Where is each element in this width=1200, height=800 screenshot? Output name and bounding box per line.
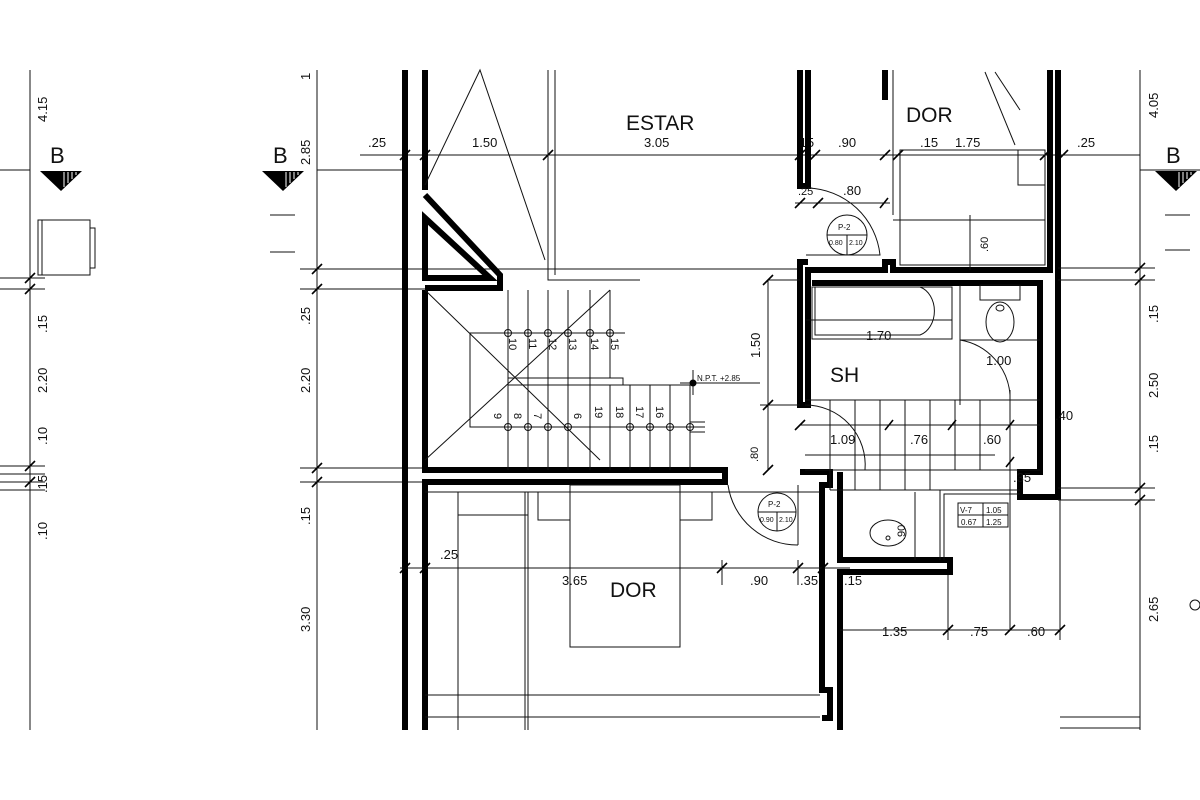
room-label-sh: SH bbox=[830, 364, 859, 387]
step-number: 7 bbox=[531, 413, 543, 419]
door-tag-bottom: P-2 0.90 2.10 bbox=[727, 484, 799, 546]
room-label-dor-top: DOR bbox=[906, 104, 953, 127]
dim-label: .40 bbox=[1055, 408, 1073, 423]
dim-label: 3.30 bbox=[298, 607, 313, 632]
top-dimension-chain: .25 1.50 3.05 .15 .90 .15 1.75 .25 bbox=[360, 135, 1100, 161]
svg-text:B: B bbox=[50, 143, 65, 168]
svg-text:B: B bbox=[1166, 143, 1181, 168]
dim-label: 2.85 bbox=[298, 140, 313, 165]
dim-label: .15 bbox=[920, 135, 938, 150]
door-code: P-2 bbox=[838, 223, 851, 232]
dim-label: .75 bbox=[970, 624, 988, 639]
door-code: P-2 bbox=[768, 500, 781, 509]
walls bbox=[402, 70, 1061, 730]
dim-label: .80 bbox=[843, 183, 861, 198]
dim-label: .15 bbox=[1146, 305, 1161, 323]
section-mark-mid: B bbox=[262, 143, 304, 191]
dor-bottom-room: DOR .25 3.65 .90 .35 .15 1.35 . bbox=[399, 484, 1140, 730]
appliance-icon bbox=[37, 219, 96, 276]
dor-top-room: DOR .60 bbox=[892, 70, 1046, 270]
svg-text:B: B bbox=[273, 143, 288, 168]
dim-label: .15 bbox=[35, 315, 50, 333]
dim-label: .15 bbox=[298, 507, 313, 525]
dim-label: 2.65 bbox=[1146, 597, 1161, 622]
mid-dimension-chain: 1 2.85 .25 2.20 .15 3.30 bbox=[270, 70, 800, 730]
dim-label: .35 bbox=[1013, 470, 1031, 485]
window-sill: 1.05 bbox=[986, 506, 1002, 515]
step-number: 16 bbox=[653, 406, 665, 418]
estar-room: ESTAR bbox=[424, 68, 694, 281]
dim-label: .60 bbox=[983, 432, 1001, 447]
dim-label: 1.09 bbox=[830, 432, 855, 447]
dim-label: 2.50 bbox=[1146, 373, 1161, 398]
door-tag-top: .25 .80 P-2 0.80 2.10 bbox=[794, 183, 890, 256]
dim-label: 1.50 bbox=[472, 135, 497, 150]
dim-label: .10 bbox=[35, 427, 50, 445]
room-label-estar: ESTAR bbox=[626, 112, 694, 135]
dim-label: 1.00 bbox=[986, 353, 1011, 368]
step-number: 8 bbox=[511, 413, 523, 419]
dim-label: .60 bbox=[979, 237, 991, 252]
section-mark-left: B bbox=[40, 143, 82, 191]
dim-label: 4.15 bbox=[35, 97, 50, 122]
dim-label: 1.35 bbox=[882, 624, 907, 639]
dim-label: .76 bbox=[910, 432, 928, 447]
dim-label: .90 bbox=[838, 135, 856, 150]
sh-bathroom: SH 1.70 1.00 1.50 .80 1.09 bbox=[748, 274, 1073, 630]
dim-label: 1.50 bbox=[748, 333, 763, 358]
left-dimension-chain: 4.15 .15 2.20 .10 .15 .10 bbox=[0, 70, 50, 730]
dim-label: .15 bbox=[844, 573, 862, 588]
window-height: 1.25 bbox=[986, 518, 1002, 527]
dim-label: .90 bbox=[750, 573, 768, 588]
dim-label: .10 bbox=[35, 522, 50, 540]
step-number: 11 bbox=[526, 338, 538, 349]
step-number: 18 bbox=[613, 406, 625, 418]
door-height: 2.10 bbox=[779, 517, 793, 524]
step-number: 13 bbox=[566, 338, 578, 350]
dim-label: .25 bbox=[1077, 135, 1095, 150]
dim-label: .35 bbox=[800, 573, 818, 588]
room-label-dor-bottom: DOR bbox=[610, 579, 657, 602]
dim-label: 1 bbox=[298, 73, 313, 80]
step-number: 12 bbox=[546, 338, 558, 350]
level-marker: N.P.T. +2.85 bbox=[680, 370, 760, 395]
dim-label: 4.05 bbox=[1146, 93, 1161, 118]
dim-label: .90 bbox=[896, 525, 908, 540]
dim-label: 1.70 bbox=[866, 328, 891, 343]
staircase: 10 11 12 13 14 15 9 8 7 6 19 18 17 16 bbox=[424, 289, 705, 470]
dim-label: .15 bbox=[35, 475, 50, 493]
door-height: 2.10 bbox=[849, 240, 863, 247]
step-number: 9 bbox=[491, 413, 503, 419]
step-number: 17 bbox=[633, 406, 645, 418]
dim-label: .25 bbox=[440, 547, 458, 562]
door-width: 0.80 bbox=[829, 240, 843, 247]
dim-label: .25 bbox=[368, 135, 386, 150]
window-code: V-7 bbox=[960, 506, 973, 515]
dim-label: 1.75 bbox=[955, 135, 980, 150]
dim-label: .15 bbox=[1146, 435, 1161, 453]
dim-label: 3.65 bbox=[562, 573, 587, 588]
right-dimension-chain: 4.05 .15 2.50 .15 2.65 bbox=[1058, 70, 1200, 730]
step-number: 19 bbox=[592, 406, 604, 418]
dim-label: .25 bbox=[798, 186, 813, 198]
dim-label: .25 bbox=[298, 307, 313, 325]
window-width: 0.67 bbox=[961, 518, 977, 527]
dim-label: 2.20 bbox=[298, 368, 313, 393]
step-number: 14 bbox=[588, 338, 600, 350]
level-label: N.P.T. +2.85 bbox=[697, 374, 741, 383]
dim-label: 3.05 bbox=[644, 135, 669, 150]
step-number: 15 bbox=[608, 338, 620, 350]
window-tag: V-7 1.05 0.67 1.25 bbox=[957, 502, 1009, 528]
dim-label: .80 bbox=[749, 447, 761, 462]
step-number: 6 bbox=[571, 413, 583, 419]
section-mark-right: B bbox=[1155, 143, 1197, 191]
dim-label: .60 bbox=[1027, 624, 1045, 639]
step-number: 10 bbox=[506, 338, 518, 350]
door-width: 0.90 bbox=[760, 517, 774, 524]
dim-label: 2.20 bbox=[35, 368, 50, 393]
